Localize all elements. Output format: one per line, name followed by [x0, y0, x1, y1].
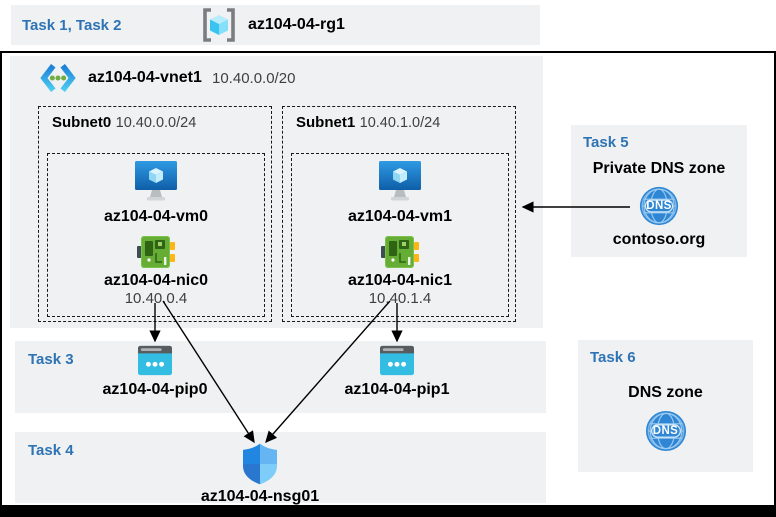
pip1-name: az104-04-pip1	[344, 381, 450, 398]
subnet0-header: Subnet0 10.40.0.0/24	[52, 114, 196, 132]
pip0-name: az104-04-pip0	[102, 381, 208, 398]
network-interface-icon	[137, 235, 175, 269]
subnet1-header: Subnet1 10.40.1.0/24	[296, 114, 440, 132]
virtual-network-icon	[40, 62, 76, 94]
dns-icon-wrap: DNS	[645, 410, 687, 452]
dns-zone-title: DNS zone	[628, 384, 703, 401]
task-5-label: Task 5	[583, 134, 629, 151]
vnet-box: az104-04-vnet1 10.40.0.0/20 Subnet0 10.4…	[10, 56, 543, 328]
dns-icon-text: DNS	[652, 425, 679, 437]
vm1-name: az104-04-vm1	[347, 208, 453, 225]
subnet0-box: Subnet0 10.40.0.0/24 az104-04-vm0 az104-…	[38, 106, 272, 322]
vm0-name: az104-04-vm0	[103, 208, 209, 225]
task-4-label: Task 4	[28, 442, 74, 459]
private-dns-zone-title: Private DNS zone	[592, 160, 726, 177]
virtual-machine-icon	[378, 161, 422, 203]
task-3-label: Task 3	[28, 351, 74, 368]
task4-band: Task 4 az104-04-nsg01	[15, 432, 546, 506]
subnet1-cidr: 10.40.1.0/24	[359, 115, 441, 131]
virtual-machine-icon	[134, 161, 178, 203]
subnet0-resources-box: az104-04-vm0 az104-04-nic0 10.40.0.4	[47, 153, 265, 317]
task-6-label: Task 6	[590, 349, 636, 366]
resource-group-icon	[201, 7, 237, 43]
subnet0-cidr: 10.40.0.0/24	[115, 115, 197, 131]
task5-panel: Task 5 Private DNS zone DNS contoso.org	[571, 125, 747, 257]
vnet-name: az104-04-vnet1	[88, 69, 202, 86]
nic1-name: az104-04-nic1	[347, 272, 453, 289]
dns-icon-text: DNS	[646, 200, 672, 212]
nsg-name: az104-04-nsg01	[200, 488, 320, 505]
task-1-2-label: Task 1, Task 2	[22, 17, 122, 34]
vnet-cidr: 10.40.0.0/20	[212, 70, 296, 87]
public-ip-icon	[138, 345, 172, 376]
public-ip-icon	[380, 345, 414, 376]
subnet1-resources-box: az104-04-vm1 az104-04-nic1 10.40.1.4	[291, 153, 509, 317]
nic0-ip: 10.40.0.4	[124, 290, 188, 307]
subnet1-name: Subnet1	[296, 114, 356, 131]
bottom-border-bar	[0, 507, 776, 517]
resource-group-band: Task 1, Task 2 az104-04-rg1	[11, 5, 540, 45]
network-interface-icon	[381, 235, 419, 269]
pip1-group: az104-04-pip1	[322, 345, 472, 399]
private-dns-icon-wrap: DNS	[639, 186, 679, 226]
task3-band: Task 3 az104-04-pip0 az104-04-pip1	[15, 341, 546, 413]
nsg-group: az104-04-nsg01	[185, 443, 335, 506]
task6-panel: Task 6 DNS zone DNS	[578, 340, 753, 472]
private-dns-zone-name: contoso.org	[612, 231, 706, 248]
pip0-group: az104-04-pip0	[80, 345, 230, 399]
nic1-ip: 10.40.1.4	[368, 290, 432, 307]
subnet1-box: Subnet1 10.40.1.0/24 az104-04-vm1 az104-…	[282, 106, 516, 322]
network-security-group-icon	[243, 443, 277, 485]
subnet0-name: Subnet0	[52, 114, 112, 131]
resource-group-name: az104-04-rg1	[248, 16, 345, 33]
nic0-name: az104-04-nic0	[103, 272, 209, 289]
